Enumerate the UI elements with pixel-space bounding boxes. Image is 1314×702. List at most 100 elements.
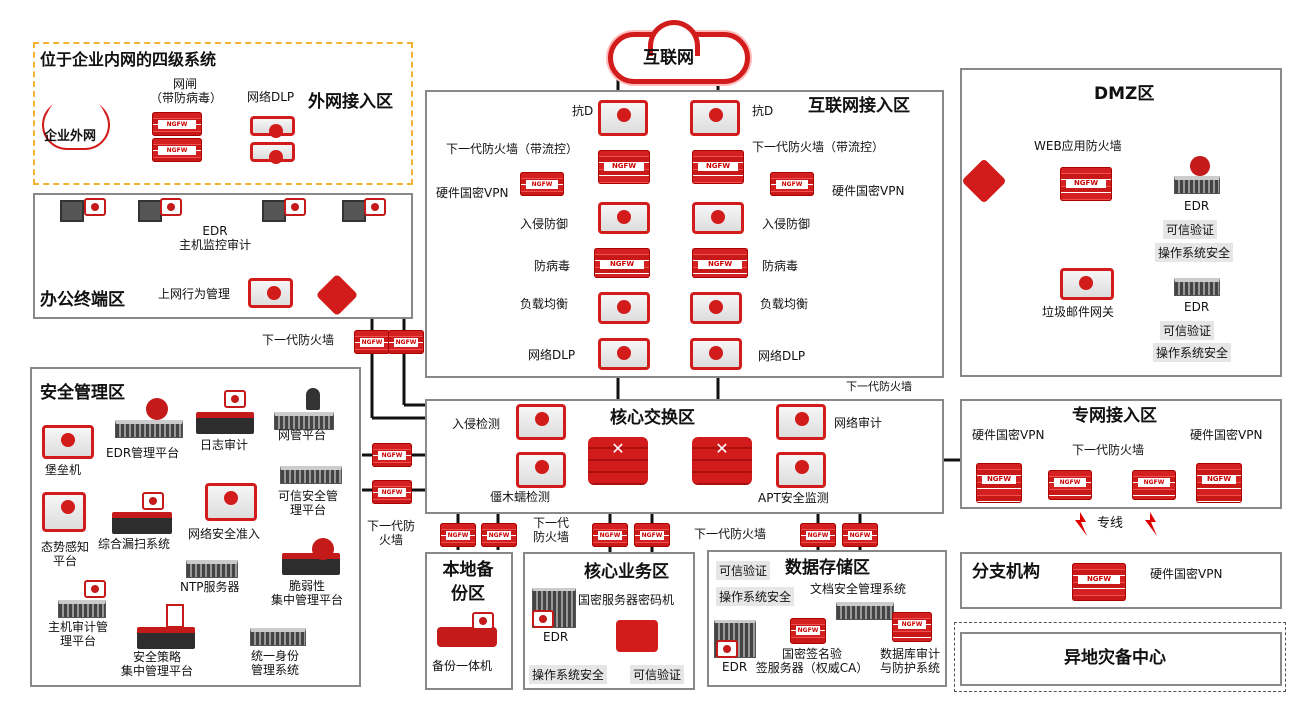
- waf-label: WEB应用防火墙: [1034, 139, 1122, 153]
- os-security-tag: 操作系统安全: [529, 665, 608, 684]
- antivirus-icon: [594, 248, 650, 278]
- edr-badge-icon: [1190, 156, 1210, 176]
- ngfw-label: 下一代防火墙（带流控）: [446, 142, 579, 156]
- gateway-icon: [152, 138, 202, 162]
- identity-server-icon: [250, 628, 306, 646]
- backup-doc-icon: [472, 612, 494, 630]
- mgmt-fw-label: 下一代防火墙: [366, 519, 415, 547]
- remote-dr-title: 异地灾备中心: [1064, 648, 1166, 668]
- anti-ddos-label: 抗D: [752, 104, 774, 118]
- ngfw-icon: [1048, 470, 1092, 500]
- edr-mgmt-server-icon: [115, 420, 183, 438]
- vulnerability-mgmt-icon: [282, 553, 340, 575]
- hsm-label: 国密服务器密码机: [578, 593, 675, 607]
- vpn-label: 硬件国密VPN: [1150, 567, 1223, 581]
- edr-label: EDR: [1184, 199, 1210, 213]
- edr-server-icon: [1174, 278, 1220, 296]
- trusted-mgmt-server-icon: [280, 466, 342, 484]
- ngfw-icon: [634, 523, 670, 547]
- ids-label: 入侵检测: [452, 417, 501, 431]
- ngfw-icon: [354, 330, 390, 354]
- dlp-icon: [690, 338, 742, 370]
- mgmt-item: 网管平台: [278, 428, 327, 442]
- leased-line-label: 专线: [1097, 516, 1124, 531]
- doc-security-server-icon: [836, 602, 894, 620]
- os-security-tag: 操作系统安全: [716, 587, 795, 606]
- vpn-icon: [1196, 463, 1242, 503]
- edr-server-icon: [1174, 176, 1220, 194]
- ngfw-icon: [598, 150, 650, 184]
- local-backup-title: 本地备份区: [442, 560, 494, 604]
- dmz-zone: [960, 68, 1282, 377]
- network-access-control-icon: [205, 483, 257, 521]
- antivirus-label: 防病毒: [762, 259, 799, 273]
- vpn-icon: [770, 172, 814, 196]
- mgmt-item: 统一身份 管理系统: [250, 649, 299, 677]
- backup-fw-label: 下一代防火墙: [532, 516, 569, 544]
- ngfw-icon: [481, 523, 517, 547]
- enterprise-cloud-label: 企业外网: [44, 129, 97, 144]
- ngfw-icon: [692, 150, 744, 184]
- office-fw-label: 下一代防火墙: [262, 333, 335, 347]
- load-balancer-label: 负载均衡: [760, 297, 809, 311]
- db-audit-label: 数据库审计与防护系统: [879, 647, 940, 675]
- ngfw-icon: [372, 480, 412, 504]
- waf-icon: [1060, 167, 1112, 201]
- terminal-icon: [262, 200, 286, 222]
- host-audit-badge-icon: [84, 580, 106, 598]
- mgmt-item: 态势感知 平台: [40, 540, 89, 568]
- network-audit-label: 网络审计: [834, 416, 883, 430]
- os-security-tag: 操作系统安全: [1155, 243, 1234, 262]
- mgmt-item: 安全策略 集中管理平台: [120, 650, 193, 678]
- dlp-label: 网络DLP: [758, 349, 806, 363]
- situation-awareness-icon: [42, 492, 86, 532]
- dlp-label: 网络DLP: [528, 348, 576, 362]
- trusted-verification-tag: 可信验证: [716, 561, 771, 580]
- edr-badge-icon: [364, 198, 386, 216]
- internet-access-title: 互联网接入区: [808, 96, 910, 116]
- terminal-icon: [60, 200, 84, 222]
- external-access-title: 外网接入区: [308, 92, 393, 112]
- backup-appliance-label: 备份一体机: [432, 659, 493, 673]
- mgmt-item: 日志审计: [200, 438, 249, 452]
- host-audit-server-icon: [58, 600, 106, 618]
- scan-badge-icon: [142, 492, 164, 510]
- gateway-icon: [152, 112, 202, 136]
- edr-badge-icon: [284, 198, 306, 216]
- mail-gateway-label: 垃圾邮件网关: [1042, 305, 1115, 319]
- remote-dr-zone: [960, 632, 1282, 686]
- mgmt-item: 可信安全管 理平台: [277, 489, 338, 517]
- dlp-icon: [250, 116, 295, 138]
- ngfw-icon: [592, 523, 628, 547]
- log-badge-icon: [224, 390, 246, 408]
- mgmt-item: 网络安全准入: [188, 527, 261, 541]
- mail-gateway-icon: [1060, 268, 1114, 300]
- load-balancer-icon: [690, 292, 742, 324]
- ngfw-icon: [388, 330, 424, 354]
- edr-badge-icon: [716, 640, 738, 658]
- internet-label: 互联网: [643, 48, 694, 68]
- antivirus-icon: [692, 248, 748, 278]
- vpn-label: 硬件国密VPN: [436, 186, 509, 200]
- private-access-title: 专网接入区: [1072, 406, 1157, 426]
- ngfw-icon: [1132, 470, 1176, 500]
- ngfw-label: 下一代防火墙: [1072, 443, 1145, 457]
- hsm-icon: [616, 620, 658, 652]
- anti-ddos-icon: [598, 100, 648, 136]
- branch-title: 分支机构: [972, 562, 1040, 582]
- backup-appliance-icon: [437, 627, 497, 647]
- anti-ddos-label: 抗D: [572, 104, 594, 118]
- policy-doc-icon: [166, 604, 184, 628]
- dmz-title: DMZ区: [1094, 84, 1155, 104]
- internet-access-zone: [425, 90, 944, 378]
- ips-icon: [598, 202, 650, 234]
- load-balancer-label: 负载均衡: [520, 297, 569, 311]
- vuln-badge-icon: [312, 538, 334, 560]
- mgmt-item: NTP服务器: [180, 580, 240, 594]
- ngfw-icon: [800, 523, 836, 547]
- apt-monitor-icon: [776, 452, 826, 488]
- edr-badge-icon: [532, 610, 554, 628]
- local-backup-zone: [425, 552, 513, 690]
- apt-monitor-label: APT安全监测: [758, 491, 829, 505]
